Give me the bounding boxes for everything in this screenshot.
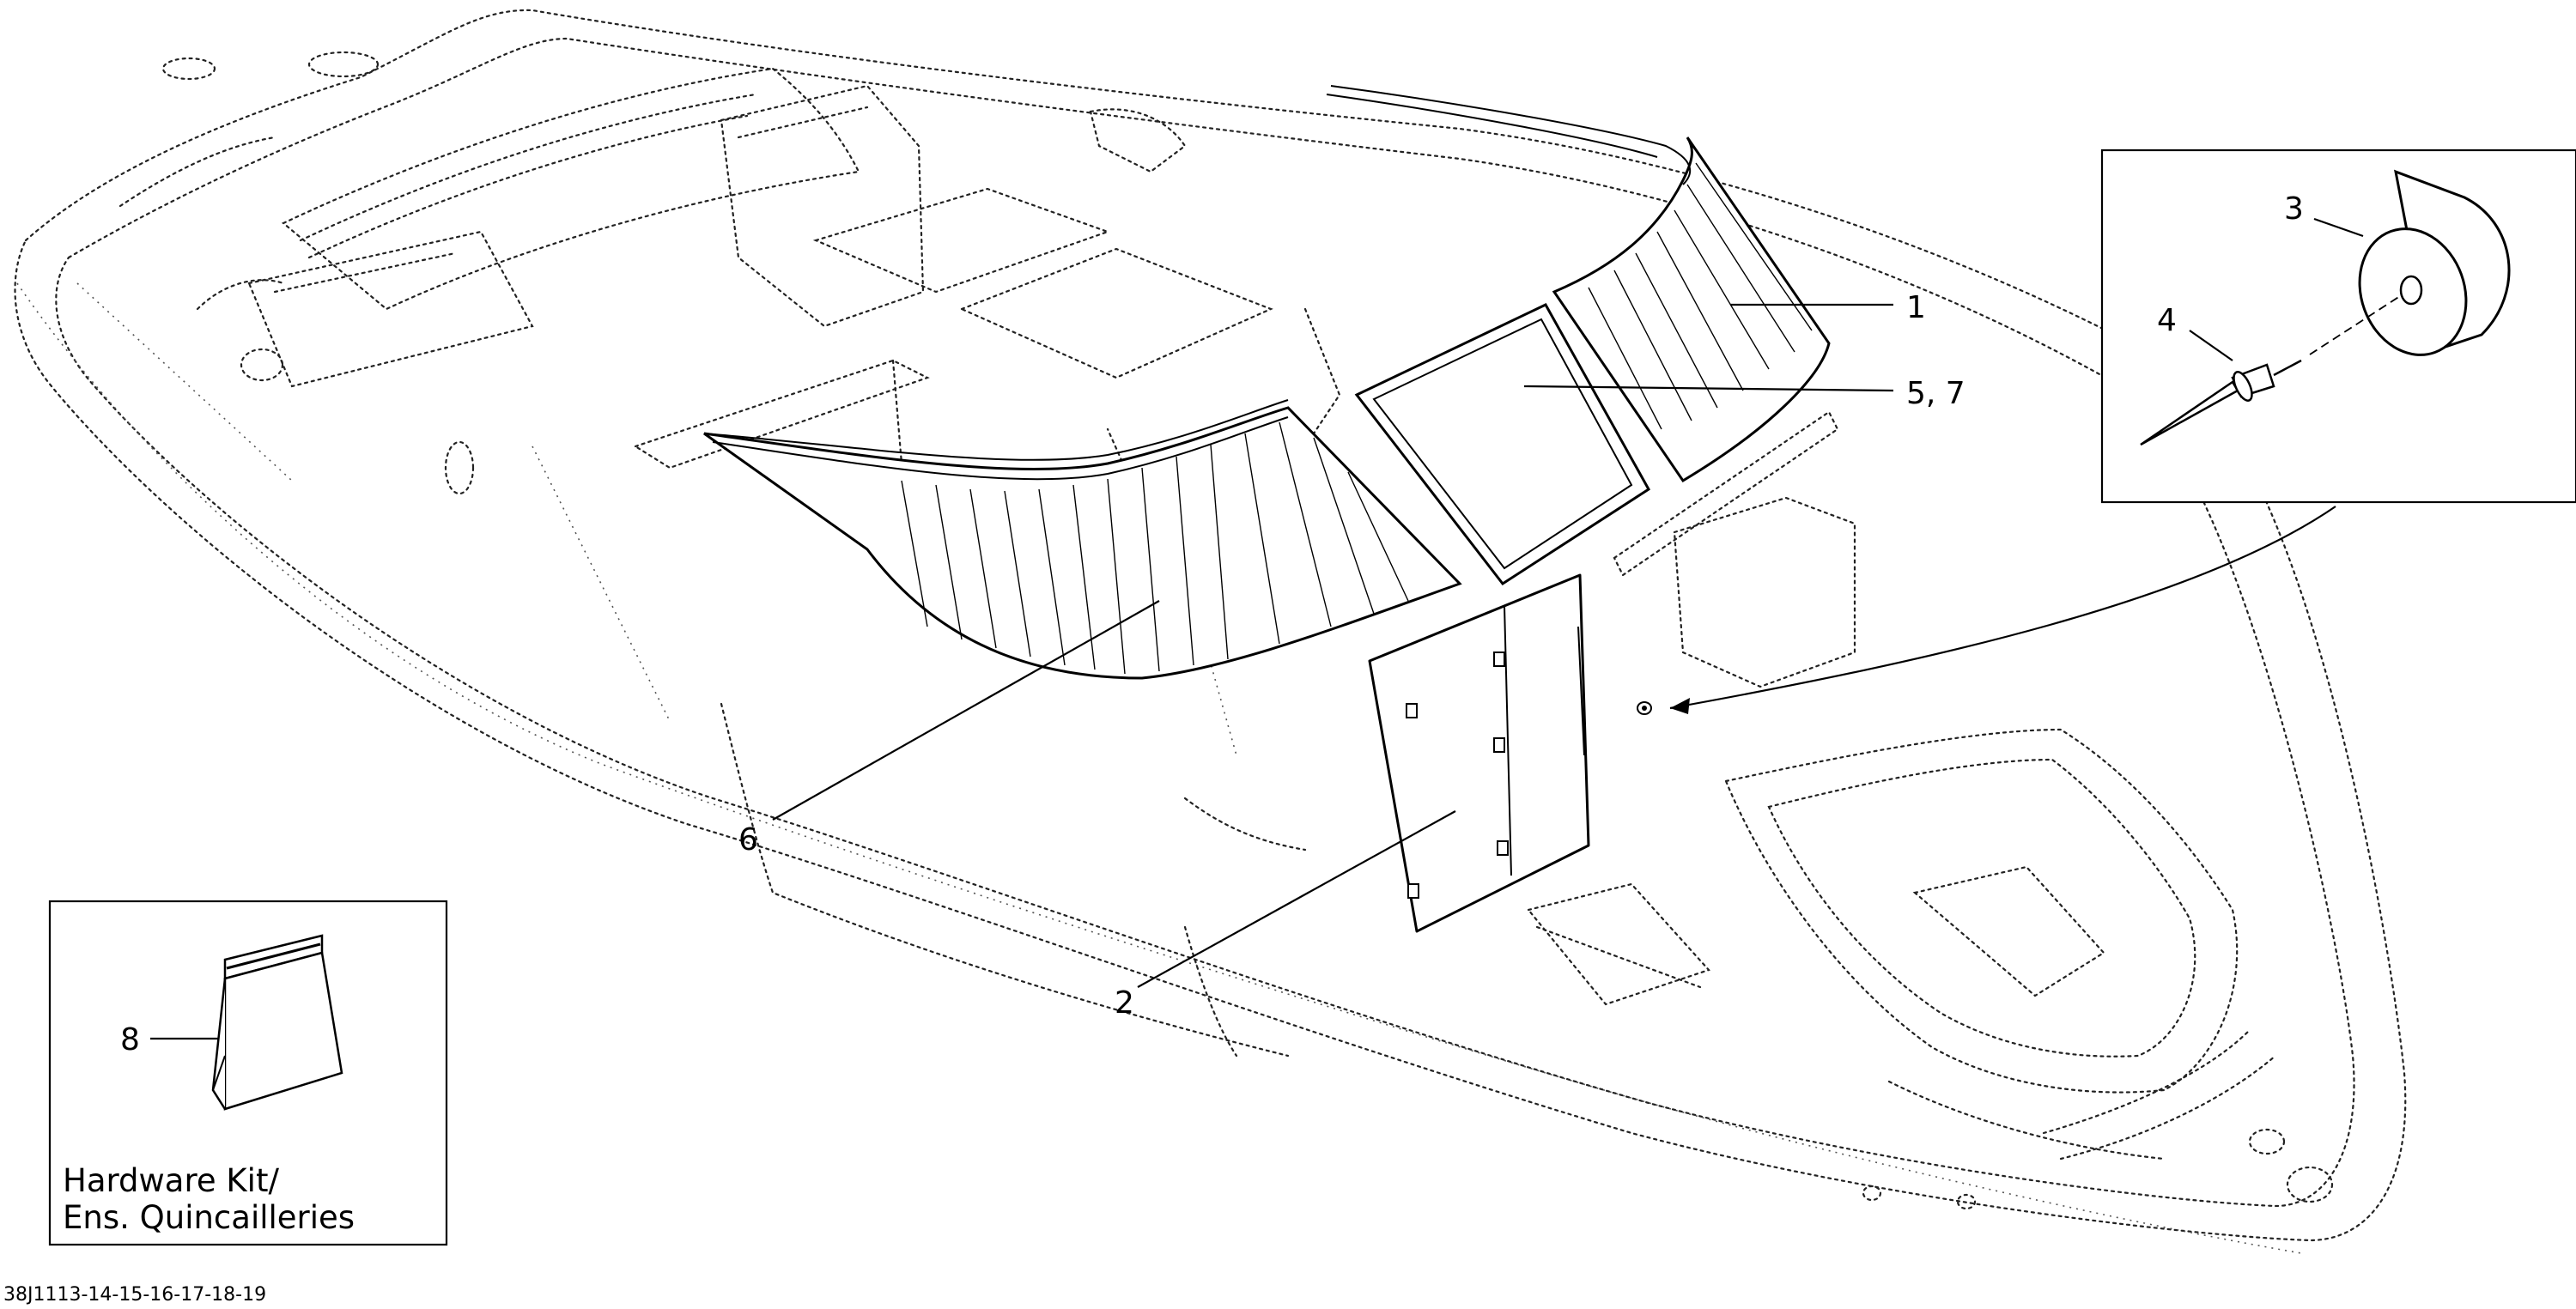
console-door bbox=[1368, 573, 1590, 933]
windshield-right-panel bbox=[1552, 136, 1831, 483]
bumper-icon bbox=[2358, 169, 2511, 356]
hardware-kit-label-fr: Ens. Quincailleries bbox=[63, 1199, 355, 1236]
hardware-kit-label-en: Hardware Kit/ bbox=[63, 1162, 279, 1199]
windshield-left-panel bbox=[703, 406, 1462, 680]
detail-inset-bumper: 3 4 bbox=[2100, 148, 2576, 504]
bumper-location-mark bbox=[1637, 701, 1652, 715]
windshield-center-panel bbox=[1354, 303, 1650, 586]
detail-inset-hardware-kit: 8 Hardware Kit/ Ens. Quincailleries bbox=[48, 900, 448, 1246]
hardware-bag-icon bbox=[211, 934, 343, 1111]
callout-6: 6 bbox=[738, 822, 758, 858]
windshield-right-hatching bbox=[1588, 162, 1813, 430]
callout-labels: 1 5, 7 6 2 bbox=[738, 290, 1965, 1021]
rivet-icon bbox=[2140, 295, 2401, 446]
callout-8: 8 bbox=[120, 1022, 140, 1058]
windshield-left-hatching bbox=[901, 421, 1409, 675]
diagram-reference-code: 38J1113-14-15-16-17-18-19 bbox=[3, 1284, 266, 1306]
boat-hull bbox=[14, 9, 2407, 1254]
callout-2: 2 bbox=[1115, 985, 1134, 1021]
windshield-assembly bbox=[703, 85, 1831, 680]
callout-5-7: 5, 7 bbox=[1906, 376, 1965, 411]
callout-4: 4 bbox=[2157, 303, 2177, 338]
leader-lines bbox=[772, 303, 2336, 988]
callout-3: 3 bbox=[2284, 191, 2304, 227]
callout-1: 1 bbox=[1906, 290, 1926, 325]
